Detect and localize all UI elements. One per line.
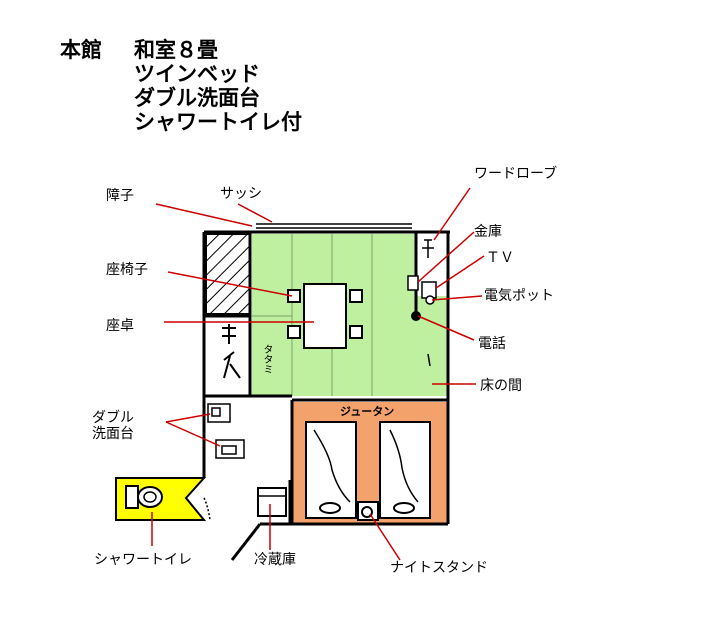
zaisu-chairs xyxy=(287,289,363,339)
label-shower-toilet: シャワートイレ xyxy=(94,552,192,568)
closet-glyph xyxy=(222,324,241,379)
sash-window xyxy=(256,223,412,229)
hatched-alcove xyxy=(205,233,251,315)
fridge xyxy=(257,487,287,517)
label-sash: サッシ xyxy=(220,186,262,202)
sink-type: ダブル洗面台 xyxy=(134,86,260,110)
label-tv: ＴＶ xyxy=(486,250,514,266)
bed-left xyxy=(305,421,357,519)
room-type: 和室８畳 xyxy=(134,38,218,62)
label-tokonoma: 床の間 xyxy=(480,378,522,394)
label-safe: 金庫 xyxy=(474,224,502,240)
label-wardrobe: ワードローブ xyxy=(474,166,558,182)
wardrobe-items xyxy=(407,239,437,367)
bath-type: シャワートイレ付 xyxy=(134,110,302,134)
label-carpet: ジュータン xyxy=(340,405,395,418)
pointer-lines xyxy=(151,187,485,561)
sinks xyxy=(207,403,245,459)
label-zaisu: 座椅子 xyxy=(106,262,148,278)
bed-type: ツインベッド xyxy=(134,62,260,86)
label-tatami: タタミ xyxy=(261,344,272,374)
phone-dot xyxy=(411,311,421,321)
label-shoji: 障子 xyxy=(106,188,134,204)
label-zataku: 座卓 xyxy=(106,318,134,334)
label-double-sink: ダブル 洗面台 xyxy=(92,410,134,442)
building-name: 本館 xyxy=(60,38,102,62)
tokonoma-area xyxy=(416,296,448,396)
label-closet: 押入 xyxy=(212,334,214,350)
label-night-stand: ナイトスタンド xyxy=(390,560,488,576)
zataku-table xyxy=(303,283,347,349)
label-fridge: 冷蔵庫 xyxy=(254,552,296,568)
label-pot: 電気ポット xyxy=(484,288,554,304)
label-phone: 電話 xyxy=(478,336,506,352)
bed-right xyxy=(379,421,431,519)
